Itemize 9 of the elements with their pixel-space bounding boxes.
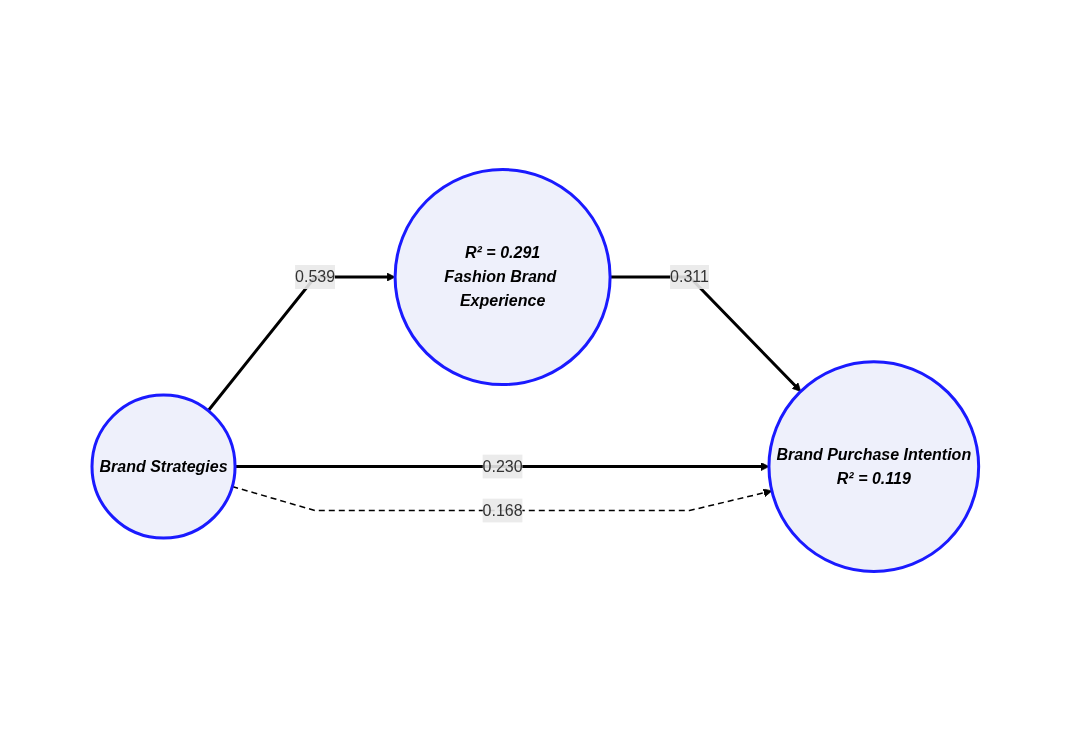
node-circle: R² = 0.291 Fashion Brand Experience — [393, 168, 612, 387]
edge-label: 0.168 — [482, 501, 523, 519]
edge-label: 0.539 — [294, 268, 335, 286]
arrow — [234, 462, 769, 471]
arrow — [231, 485, 772, 512]
edge-label: 0.311 — [669, 268, 709, 286]
node-circle: Brand Purchase Intention R² = 0.119 — [767, 360, 980, 573]
edge-label: 0.230 — [482, 457, 523, 475]
node-circle: Brand Strategies — [90, 393, 237, 540]
